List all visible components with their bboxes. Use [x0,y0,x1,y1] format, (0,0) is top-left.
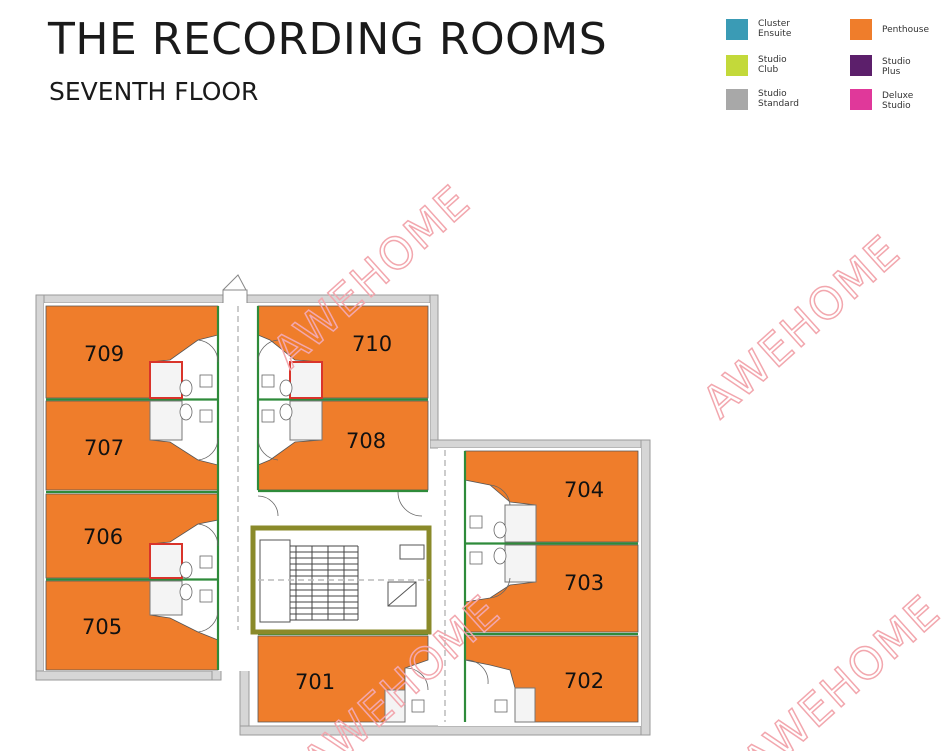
room-label-701: 701 [295,670,335,694]
legend-swatch [850,55,872,76]
door-swings [197,339,511,691]
watermark-text: AWEHOME [733,585,950,751]
legend-label: Penthouse [882,25,930,35]
floor-subtitle: SEVENTH FLOOR [49,77,259,106]
room-label-708: 708 [346,429,386,453]
entrance-door [222,274,248,305]
page-title: THE RECORDING ROOMS [48,14,608,65]
room-label-705: 705 [82,615,122,639]
bathroom-pods [149,361,537,723]
watermark-text: AWEHOME [693,225,910,428]
rooms [45,305,639,723]
room-label-704: 704 [564,478,604,502]
room-label-709: 709 [84,342,124,366]
legend-swatch [726,19,748,40]
room-label-710: 710 [352,332,392,356]
room-label-706: 706 [83,525,123,549]
corridor-dashes [237,306,446,722]
legend-swatch [850,19,872,40]
legend-swatch [850,89,872,110]
room-label-702: 702 [564,669,604,693]
legend-swatch [726,89,748,110]
legend-swatch [726,55,748,76]
room-labels: 709 710 707 708 706 705 704 703 701 702 [82,332,604,694]
room-label-707: 707 [84,436,124,460]
room-label-703: 703 [564,571,604,595]
